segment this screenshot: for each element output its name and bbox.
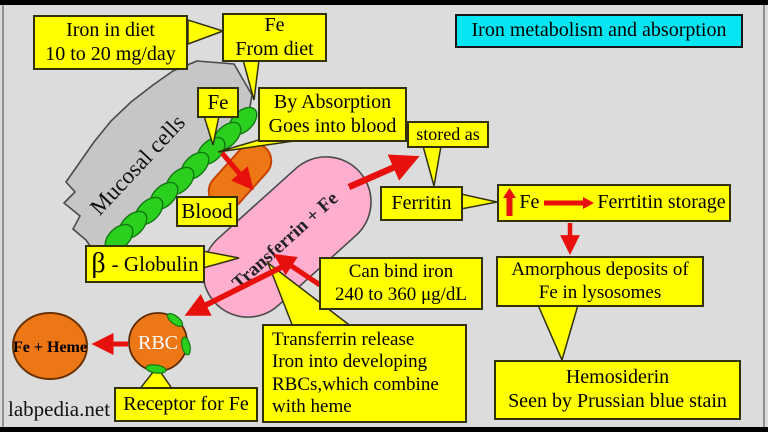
amorphous-line2: Fe in lysosomes <box>538 281 662 303</box>
label-transferrin-release: Transferrin release Iron into developing… <box>262 324 467 423</box>
pointer-amorphous <box>536 304 579 363</box>
receptor-text: Receptor for Fe <box>123 392 249 415</box>
arrow-canbind-to-transferrin <box>273 253 322 288</box>
can-bind-line1: Can bind iron <box>348 261 454 283</box>
label-fe-from-diet: Fe From diet <box>222 13 327 62</box>
beta-symbol: β <box>91 248 106 279</box>
amorphous-line1: Amorphous deposits of <box>511 259 689 281</box>
iron-in-diet-line2: 10 to 20 mg/day <box>45 42 176 65</box>
diagram-title-text: Iron metabolism and absorption <box>471 19 727 42</box>
rbc-label: RBC <box>138 332 178 354</box>
label-can-bind-iron: Can bind iron 240 to 360 μg/dL <box>319 257 483 310</box>
label-blood: Blood <box>176 196 238 227</box>
mucosal-green-cells <box>104 106 258 253</box>
arrow-transferrin-to-ferritin <box>347 154 420 190</box>
label-ferritin: Ferritin <box>380 186 463 221</box>
hemosiderin-line2: Seen by Prussian blue stain <box>508 390 727 412</box>
label-stored-as: stored as <box>407 121 489 148</box>
pointer-iron-in-diet <box>187 18 226 46</box>
can-bind-line2: 240 to 360 μg/dL <box>334 283 468 305</box>
stored-as-text: stored as <box>416 123 480 144</box>
fe-heme-cell <box>12 312 88 380</box>
label-amorphous-deposits: Amorphous deposits of Fe in lysosomes <box>496 256 704 307</box>
by-absorption-line2: Goes into blood <box>268 114 397 137</box>
label-by-absorption: By Absorption Goes into blood <box>258 87 407 142</box>
label-receptor-for-fe: Receptor for Fe <box>114 387 258 422</box>
label-hemosiderin: Hemosiderin Seen by Prussian blue stain <box>494 360 741 420</box>
blood-text: Blood <box>181 199 233 224</box>
transferrin-release-line1: Transferrin release <box>272 328 415 350</box>
diagram-title: Iron metabolism and absorption <box>455 14 743 48</box>
right-arrow-icon <box>544 197 595 209</box>
pointer-ferritin <box>460 193 498 210</box>
arrow-transferrin-to-rbc <box>184 261 290 316</box>
fe-from-diet-line1: Fe <box>264 13 285 36</box>
transferrin-release-line3: RBCs,which combine <box>272 373 439 395</box>
label-beta-globulin: β - Globulin <box>85 245 205 283</box>
label-iron-in-diet: Iron in diet 10 to 20 mg/day <box>33 15 188 70</box>
watermark: labpedia.net <box>8 397 111 421</box>
rbc-receptors <box>145 313 191 374</box>
top-frame-bar <box>0 0 768 5</box>
fe-label-text: Fe <box>207 90 229 115</box>
fe-from-diet-line2: From diet <box>235 37 314 60</box>
up-arrow-icon <box>503 188 517 216</box>
label-fe: Fe <box>197 87 239 118</box>
flow-arrows <box>91 154 580 356</box>
transferrin-release-line4: with heme <box>272 395 352 417</box>
bottom-frame-bar <box>0 427 768 432</box>
pointer-stored-as <box>422 145 442 187</box>
ferritin-text: Ferritin <box>391 191 452 214</box>
storage-fe-text: Fe <box>519 191 540 214</box>
right-frame-edge <box>763 5 765 427</box>
transferrin-release-line2: Iron into developing <box>272 351 428 373</box>
arrow-fe-into-blood <box>220 151 254 191</box>
left-frame-edge <box>2 5 4 427</box>
storage-label-text: Ferrtitin storage <box>597 191 726 214</box>
beta-globulin-text: - Globulin <box>111 251 199 276</box>
fe-heme-label: Fe + Heme <box>13 339 87 356</box>
label-ferritin-storage: Fe Ferrtitin storage <box>497 184 731 222</box>
hemosiderin-line1: Hemosiderin <box>565 366 670 389</box>
by-absorption-line1: By Absorption <box>273 90 392 113</box>
callout-pointers <box>137 18 579 391</box>
iron-in-diet-line1: Iron in diet <box>66 18 155 41</box>
